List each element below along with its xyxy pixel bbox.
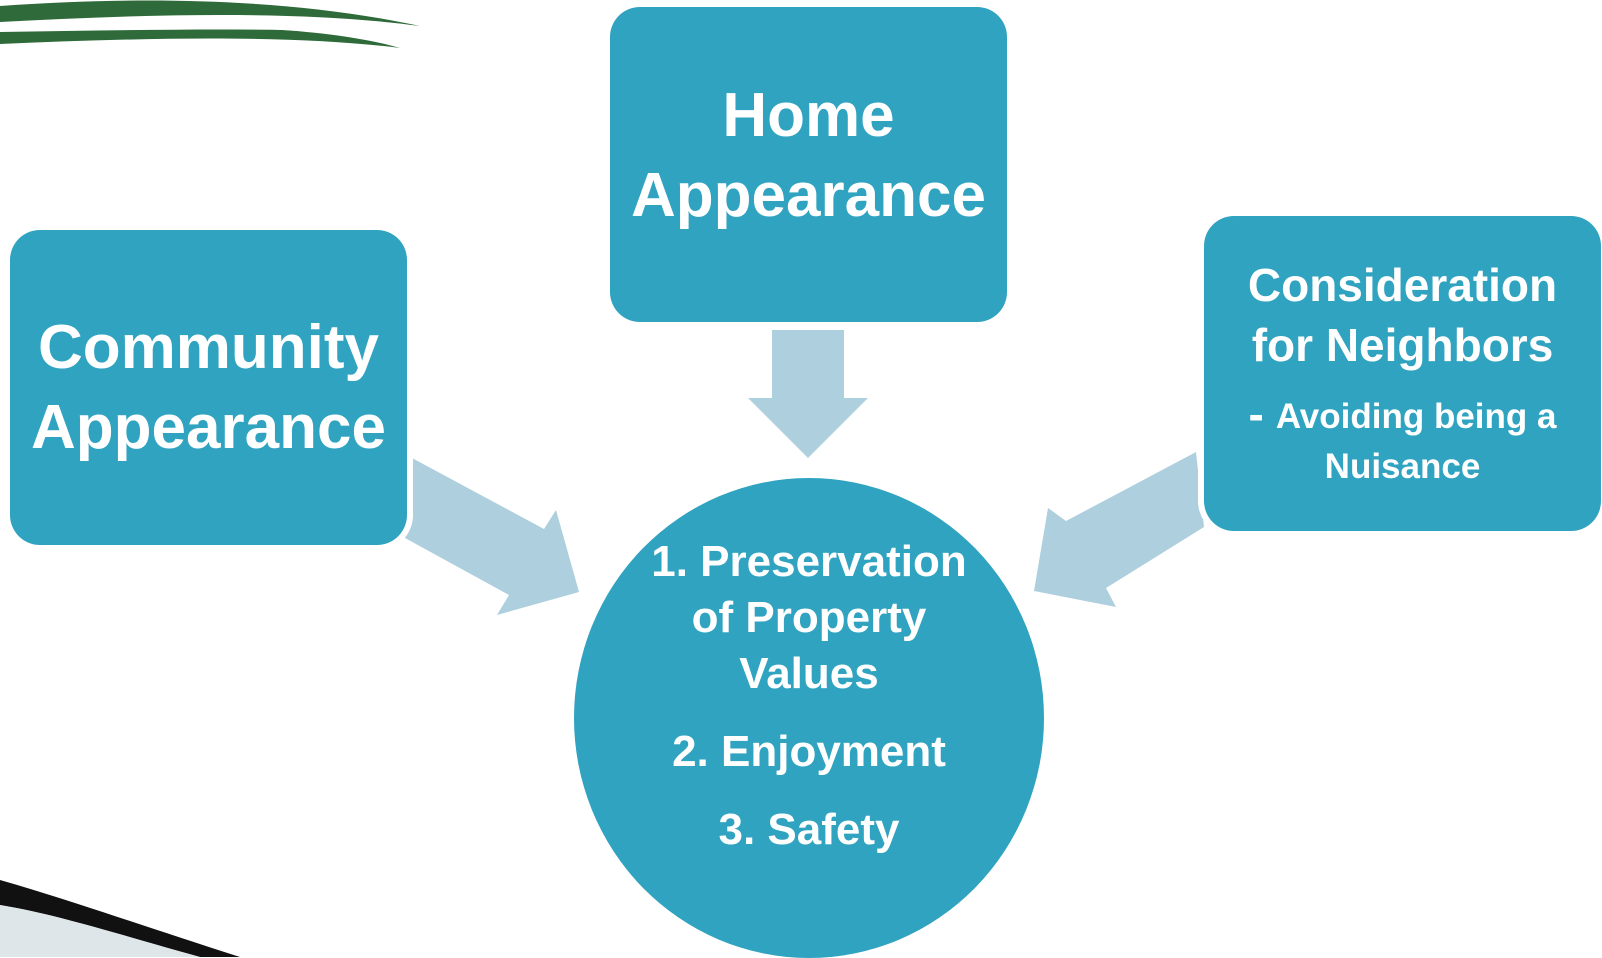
neighbors-sub-line-1-text: Avoiding being a (1275, 397, 1557, 436)
goal-enjoyment: 2. Enjoyment (672, 724, 946, 780)
goal-safety: 3. Safety (719, 802, 900, 858)
goal-1-line-1: 1. Preservation (651, 537, 967, 586)
goals-circle: 1. Preservation of Property Values 2. En… (574, 478, 1044, 958)
community-line-1: Community (38, 312, 379, 382)
neighbors-title: Consideration for Neighbors (1248, 255, 1557, 375)
home-appearance-box: Home Appearance (610, 7, 1007, 322)
green-swoosh-decoration (0, 0, 420, 48)
black-swoosh-decoration (0, 880, 240, 957)
goal-2-line-1: 2. Enjoyment (672, 727, 946, 776)
neighbors-title-line-1: Consideration (1247, 259, 1558, 311)
arrow-community-to-goals (405, 458, 579, 615)
arrow-home-to-goals (748, 330, 868, 458)
goal-preservation: 1. Preservation of Property Values (651, 534, 967, 702)
goal-3-line-1: 3. Safety (718, 805, 900, 854)
neighbors-sub-line-1: -Avoiding being a (1249, 389, 1557, 442)
home-line-2: Appearance (631, 160, 986, 230)
neighbors-subtext: -Avoiding being a Nuisance (1249, 389, 1557, 492)
arrow-neighbors-to-goals (1034, 452, 1204, 607)
community-appearance-box: Community Appearance (10, 230, 407, 545)
consideration-for-neighbors-box: Consideration for Neighbors -Avoiding be… (1204, 216, 1601, 531)
home-line-1: Home (722, 80, 895, 150)
goal-1-line-3: Values (739, 649, 879, 698)
goal-1-line-2: of Property (691, 593, 927, 642)
dash-bullet: - (1248, 388, 1264, 440)
community-line-2: Appearance (31, 392, 386, 462)
neighbors-sub-line-2: Nuisance (1324, 447, 1481, 486)
neighbors-title-line-2: for Neighbors (1251, 319, 1554, 371)
